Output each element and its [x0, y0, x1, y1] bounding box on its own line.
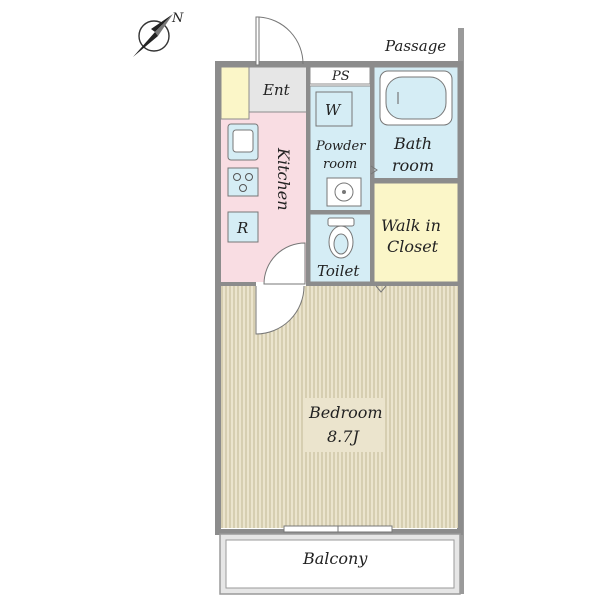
closet-door-marker [375, 285, 387, 293]
refrigerator-label: R [236, 219, 248, 237]
bath-room-label-line2: room [392, 156, 434, 175]
powder-door-marker [370, 165, 378, 175]
entrance-door[interactable] [255, 16, 304, 66]
bedroom-label: Bedroom [308, 403, 383, 422]
bathtub-icon [379, 70, 453, 126]
washer-label: W [325, 101, 342, 119]
passage-label: Passage [384, 37, 446, 55]
sink-icon [227, 123, 259, 161]
bedroom-door[interactable] [255, 285, 305, 335]
interior-walls [221, 64, 460, 286]
compass: N [133, 11, 184, 57]
toilet-label: Toilet [317, 262, 360, 280]
walk-in-closet [373, 182, 459, 283]
balcony-label: Balcony [302, 549, 368, 568]
ps-label: PS [331, 69, 350, 84]
compass-arrow-icon [151, 14, 173, 32]
refrigerator-icon [227, 211, 259, 243]
powder-room-label-line2: room [323, 157, 357, 172]
closet-label-line2: Closet [387, 237, 439, 256]
kitchen-label: Kitchen [274, 147, 293, 211]
ent-label: Ent [262, 81, 291, 99]
powder-room-label-line1: Powder [315, 139, 366, 154]
bedroom-label-box [305, 398, 383, 452]
bath-room-label-line1: Bath [393, 134, 432, 153]
stove-icon [227, 167, 259, 197]
entrance [248, 66, 308, 113]
washer-icon [315, 91, 353, 127]
compass-label: N [171, 11, 184, 26]
shoe-storage [220, 66, 250, 120]
balcony-inner [225, 539, 455, 589]
toilet-icon [327, 217, 355, 259]
basin-icon [326, 177, 362, 207]
bedroom-size-label: 8.7J [327, 427, 360, 446]
kitchen-door[interactable] [263, 242, 306, 285]
balcony-window [283, 525, 393, 533]
closet-label-line1: Walk in [381, 216, 441, 235]
